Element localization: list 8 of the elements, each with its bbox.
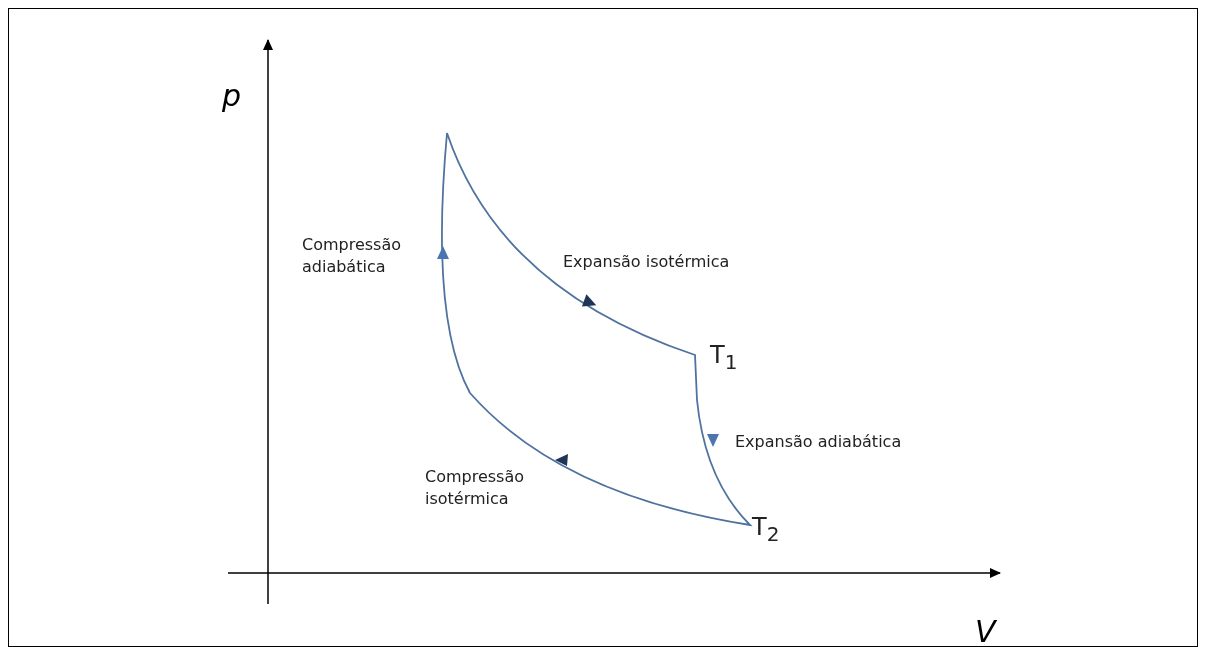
axis-label: p bbox=[222, 77, 243, 115]
process-label: Expansão adiabática bbox=[735, 431, 903, 453]
process-label: Compressão adiabática bbox=[302, 234, 403, 278]
process-label: Expansão isotérmica bbox=[563, 251, 731, 273]
process-label: Compressão isotérmica bbox=[425, 466, 526, 510]
axis-label: V bbox=[975, 613, 998, 647]
temperature-label: T$_{2}$ bbox=[752, 512, 781, 548]
temperature-label: T$_{1}$ bbox=[710, 340, 739, 376]
